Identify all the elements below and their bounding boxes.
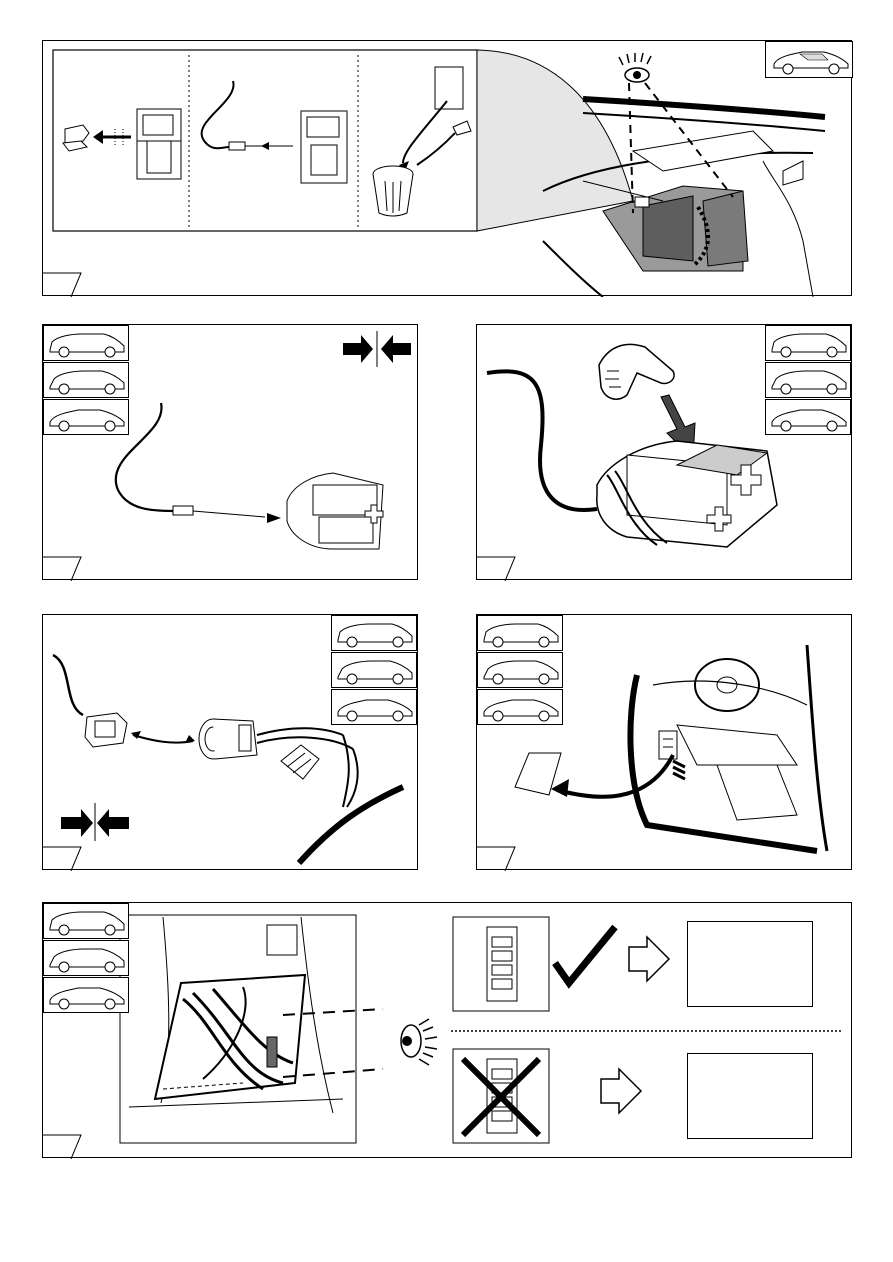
- checkmark-icon: [555, 927, 615, 983]
- corner-tab: [43, 557, 81, 581]
- outline-arrow-icon: [629, 937, 669, 981]
- multiplug-connector: [287, 473, 383, 549]
- fuse-layout-incorrect: [453, 1049, 549, 1143]
- car-variant-sedan: [43, 977, 129, 1013]
- multiplug-connector: [597, 441, 777, 547]
- vehicle-plug: [85, 713, 127, 747]
- outline-arrow-icon: [601, 1069, 641, 1113]
- car-variant-sedan: [477, 689, 563, 725]
- corner-tab: [477, 847, 515, 871]
- pointing-hand-icon: [599, 344, 674, 399]
- corner-tab: [43, 273, 81, 297]
- inset-detail-box: [53, 50, 477, 231]
- step-2-panel: [42, 324, 418, 580]
- corner-tab: [43, 1135, 81, 1159]
- car-variant-sedan: [331, 689, 417, 725]
- fuse-layout-correct: [453, 917, 549, 1011]
- step-1-illustration: [43, 41, 853, 297]
- car-variant-hatchback-3door: [43, 940, 129, 976]
- step-1-panel: [42, 40, 852, 296]
- car-variant-hatchback-5door: [477, 615, 563, 651]
- note-box-correct: [687, 921, 813, 1007]
- fuse-box-detail: [120, 915, 356, 1143]
- car-variant-hatchback-5door: [43, 325, 129, 361]
- corner-tab: [43, 847, 81, 871]
- car-variant-hatchback-3door: [765, 362, 851, 398]
- step-4-panel: [42, 614, 418, 870]
- step-6-panel: [42, 902, 852, 1158]
- inline-connector: [281, 745, 319, 779]
- car-variant-hatchback-5door: [765, 325, 851, 361]
- step-5-panel: [476, 614, 852, 870]
- car-variant-hatchback-3door: [43, 362, 129, 398]
- do-not-cut-arrows-icon: [343, 331, 411, 367]
- interior-view: [630, 645, 827, 851]
- car-variant-hatchback-3door: [477, 652, 563, 688]
- harness-socket: [199, 719, 257, 759]
- eye-icon: [401, 1019, 437, 1065]
- note-box-incorrect: [687, 1053, 813, 1139]
- car-variant-hatchback-3door: [331, 652, 417, 688]
- car-variant-hatchback-5door: [43, 903, 129, 939]
- step-3-panel: [476, 324, 852, 580]
- corner-tab: [477, 557, 515, 581]
- wire-terminal: [173, 506, 193, 515]
- car-variant-hatchback-5door: [331, 615, 417, 651]
- do-not-cut-arrows-icon: [61, 803, 129, 841]
- car-variant-sedan: [765, 399, 851, 435]
- car-variant-sedan: [43, 399, 129, 435]
- car-variant-sedan: [765, 41, 853, 78]
